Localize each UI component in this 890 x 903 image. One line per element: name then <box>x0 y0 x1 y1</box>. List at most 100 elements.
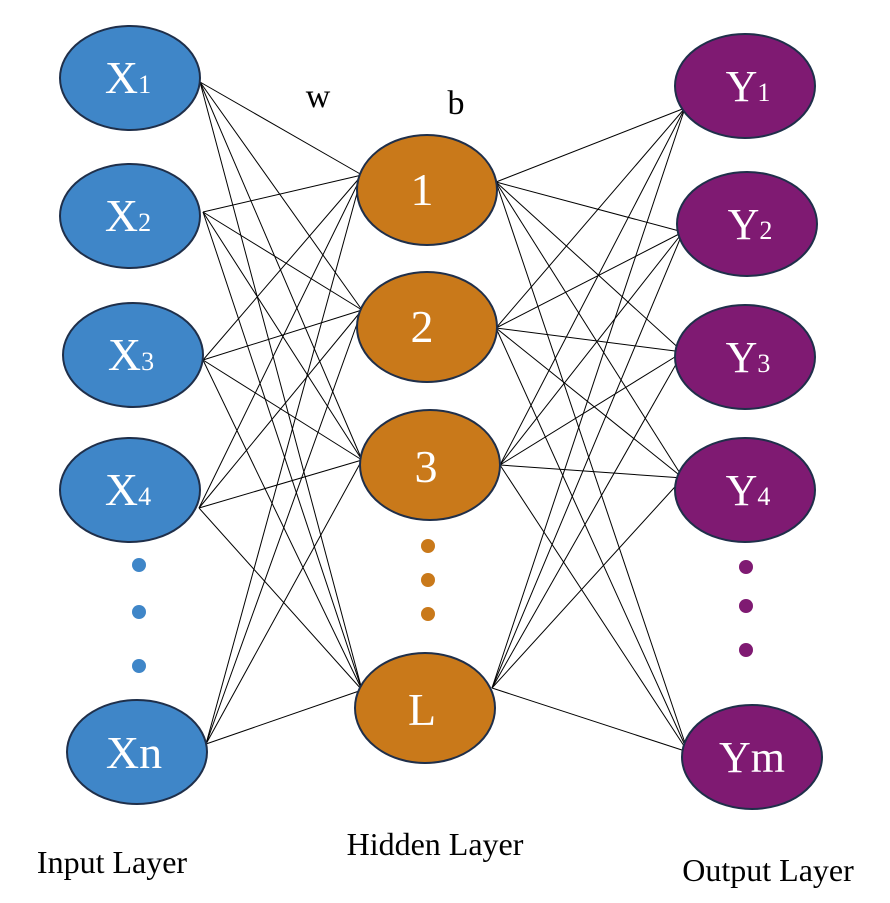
output-node-2: Y2 <box>676 171 818 277</box>
hidden-ellipsis-dot <box>421 573 435 587</box>
input-hidden-edge <box>198 507 363 691</box>
output-node-4-label: Y4 <box>726 466 771 515</box>
input-hidden-edge <box>198 174 363 509</box>
hidden-output-edge <box>499 231 684 466</box>
output-node-3-label: Y3 <box>726 333 771 382</box>
input-hidden-edge <box>205 174 363 745</box>
hidden-output-edge <box>491 231 684 689</box>
input-node-2-circle <box>59 163 201 269</box>
hidden-output-edge <box>495 327 689 753</box>
input-ellipsis-dot <box>132 558 146 572</box>
input-hidden-edge <box>198 309 363 509</box>
hidden-layer-label: Hidden Layer <box>347 826 524 862</box>
hidden-node-3-label: 3 <box>415 441 438 492</box>
hidden-output-edge <box>495 327 684 353</box>
input-hidden-edge <box>202 359 363 691</box>
input-node-4-label: X4 <box>105 464 151 515</box>
output-node-m-label: Ym <box>719 733 785 782</box>
output-node-1: Y1 <box>674 33 816 139</box>
input-node-1-circle <box>59 25 201 131</box>
hidden-output-edge <box>495 107 686 329</box>
hidden-output-edge <box>491 107 686 689</box>
input-hidden-edge <box>202 211 363 691</box>
input-ellipsis-dot <box>132 605 146 619</box>
input-node-2: X2 <box>59 163 201 269</box>
input-node-n-circle <box>66 699 208 805</box>
hidden-output-edge <box>499 351 684 466</box>
output-ellipsis-dot <box>739 599 753 613</box>
input-hidden-edge <box>202 211 363 461</box>
hidden-node-1: 1 <box>356 134 498 246</box>
input-node-3-label: X3 <box>108 329 154 380</box>
hidden-output-edge <box>495 231 684 329</box>
hidden-node-2: 2 <box>356 271 498 383</box>
hidden-output-edge <box>495 181 684 353</box>
output-node-2-label: Y2 <box>728 200 773 249</box>
hidden-output-edge <box>495 107 686 183</box>
connections <box>198 81 689 753</box>
hidden-node-l: L <box>354 652 496 764</box>
input-node-2-label: X2 <box>105 190 151 241</box>
input-ellipsis-dot <box>132 659 146 673</box>
output-ellipsis-dot <box>739 643 753 657</box>
hidden-output-edge <box>495 327 684 479</box>
hidden-output-edge <box>499 107 686 466</box>
input-node-n-label: Xn <box>106 727 162 778</box>
input-node-1: X1 <box>59 25 201 131</box>
input-hidden-edge <box>199 81 363 461</box>
input-hidden-edge <box>202 174 363 213</box>
output-node-m: Ym <box>681 704 823 810</box>
hidden-ellipsis-dot <box>421 607 435 621</box>
bias-label: b <box>448 85 465 122</box>
input-node-n: Xn <box>66 699 208 805</box>
output-node-4-circle <box>674 437 816 543</box>
input-node-1-label: X1 <box>105 52 151 103</box>
input-hidden-edge <box>202 309 363 361</box>
output-node-4: Y4 <box>674 437 816 543</box>
input-node-4: X4 <box>59 437 201 543</box>
hidden-output-edge <box>499 464 689 753</box>
output-layer: Y1 Y2 Y3 Y4 Ym <box>674 33 823 810</box>
input-hidden-edge <box>205 309 363 745</box>
hidden-layer: 1 2 3 L <box>354 134 501 764</box>
hidden-node-1-label: 1 <box>411 164 434 215</box>
hidden-output-edge <box>495 181 689 753</box>
output-node-2-circle <box>676 171 818 277</box>
output-node-1-circle <box>674 33 816 139</box>
input-hidden-edge <box>205 689 363 745</box>
weight-label: w <box>306 78 331 115</box>
input-hidden-edge <box>205 459 363 745</box>
hidden-node-1-circle <box>356 134 498 246</box>
output-layer-label: Output Layer <box>682 852 854 888</box>
input-node-4-circle <box>59 437 201 543</box>
output-node-3: Y3 <box>674 304 816 410</box>
input-layer: X1 X2 X3 X4 Xn <box>59 25 208 805</box>
hidden-node-3: 3 <box>359 409 501 521</box>
input-node-3: X3 <box>62 302 204 408</box>
hidden-output-edge <box>491 477 684 689</box>
hidden-node-l-label: L <box>408 684 436 735</box>
input-hidden-edge <box>199 81 363 176</box>
output-node-1-label: Y1 <box>726 62 771 111</box>
hidden-ellipsis-dot <box>421 539 435 553</box>
input-hidden-edge <box>202 359 363 461</box>
output-node-3-circle <box>674 304 816 410</box>
hidden-output-edge <box>495 181 684 479</box>
hidden-output-edge <box>491 687 689 753</box>
input-hidden-edge <box>198 459 363 509</box>
input-hidden-edge <box>199 81 363 691</box>
hidden-output-edge <box>499 464 684 479</box>
output-node-m-circle <box>681 704 823 810</box>
hidden-output-edge <box>495 181 684 233</box>
input-layer-label: Input Layer <box>37 844 188 880</box>
hidden-node-2-circle <box>356 271 498 383</box>
input-hidden-edge <box>202 174 363 361</box>
input-node-3-circle <box>62 302 204 408</box>
hidden-node-2-label: 2 <box>411 301 434 352</box>
hidden-node-l-circle <box>354 652 496 764</box>
hidden-node-3-circle <box>359 409 501 521</box>
output-ellipsis-dot <box>739 560 753 574</box>
hidden-output-edge <box>491 351 684 689</box>
input-hidden-edge <box>202 211 363 311</box>
